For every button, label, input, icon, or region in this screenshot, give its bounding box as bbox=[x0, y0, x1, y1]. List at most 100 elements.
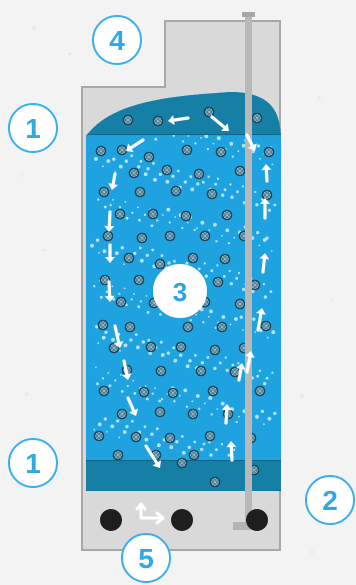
bubble bbox=[110, 425, 114, 429]
bubble bbox=[273, 204, 276, 207]
bubble bbox=[136, 346, 140, 350]
bubble bbox=[172, 346, 175, 349]
bubble bbox=[208, 316, 210, 318]
bubble bbox=[209, 229, 211, 231]
media-carrier-icon bbox=[131, 432, 142, 443]
callout-2: 2 bbox=[306, 476, 354, 524]
bubble bbox=[115, 251, 119, 255]
media-carrier-icon bbox=[117, 409, 128, 420]
bubble bbox=[95, 367, 97, 369]
bubble bbox=[268, 209, 271, 212]
media-carrier-icon bbox=[153, 116, 164, 127]
callout-1-top: 1 bbox=[9, 104, 57, 152]
bubble bbox=[182, 140, 184, 142]
bubble bbox=[106, 159, 110, 163]
bubble bbox=[156, 219, 158, 221]
media-carrier-icon bbox=[168, 388, 179, 399]
bubble bbox=[98, 252, 100, 254]
bubble bbox=[160, 341, 163, 344]
bubble bbox=[96, 382, 99, 385]
bubble bbox=[123, 430, 127, 434]
bubble bbox=[106, 431, 108, 433]
bubble bbox=[223, 275, 226, 278]
media-carrier-icon bbox=[116, 297, 127, 308]
bubble bbox=[198, 267, 201, 270]
bubble bbox=[119, 206, 121, 208]
bubble bbox=[106, 291, 108, 293]
bubble bbox=[142, 340, 145, 343]
media-carrier-icon bbox=[144, 152, 155, 163]
bubble bbox=[125, 425, 128, 428]
bubble bbox=[112, 199, 114, 201]
bubble bbox=[139, 247, 142, 250]
media-carrier-icon bbox=[220, 254, 231, 265]
bubble bbox=[161, 398, 163, 400]
bubble bbox=[238, 416, 240, 418]
media-carrier-icon bbox=[182, 145, 193, 156]
media-carrier-icon bbox=[113, 450, 124, 461]
bubble bbox=[263, 238, 267, 242]
media-carrier-icon bbox=[205, 431, 216, 442]
bubble bbox=[137, 207, 139, 209]
media-carrier-icon bbox=[96, 146, 107, 157]
bubble bbox=[236, 421, 238, 423]
bubble bbox=[161, 353, 165, 357]
bubble bbox=[186, 406, 188, 408]
bubble bbox=[234, 317, 238, 321]
bubble bbox=[125, 160, 128, 163]
bubble bbox=[140, 259, 144, 263]
bubble bbox=[162, 214, 164, 216]
bubble bbox=[240, 316, 243, 319]
bubble bbox=[207, 356, 210, 359]
bubble bbox=[201, 361, 204, 364]
bubble bbox=[229, 270, 231, 272]
media-carrier-icon bbox=[137, 233, 148, 244]
bubble bbox=[121, 246, 124, 249]
bubble bbox=[271, 250, 273, 252]
media-carrier-icon bbox=[181, 211, 192, 222]
bubble bbox=[230, 282, 233, 285]
bubble bbox=[258, 245, 260, 247]
bubble bbox=[213, 367, 216, 370]
bubble bbox=[107, 372, 109, 374]
bubble bbox=[146, 254, 149, 257]
bubble bbox=[209, 453, 212, 456]
media-carrier-icon bbox=[171, 186, 182, 197]
bubble bbox=[181, 435, 184, 438]
bubble bbox=[94, 157, 98, 161]
bubble bbox=[167, 261, 170, 264]
bubble bbox=[177, 170, 180, 173]
bubble bbox=[112, 158, 115, 161]
bubble bbox=[195, 314, 197, 316]
bubble bbox=[242, 329, 244, 331]
bubble bbox=[233, 237, 235, 239]
bubble bbox=[147, 339, 150, 342]
bubble bbox=[215, 448, 218, 451]
bubble bbox=[204, 262, 206, 264]
bubble bbox=[184, 180, 187, 183]
media-carrier-icon bbox=[156, 366, 167, 377]
callout-1-bottom-label: 1 bbox=[25, 448, 41, 479]
media-carrier-icon bbox=[165, 433, 176, 444]
bubble bbox=[123, 263, 125, 265]
bubble bbox=[100, 296, 103, 299]
bubble bbox=[267, 337, 269, 339]
bubble bbox=[111, 286, 113, 288]
bubble bbox=[121, 390, 124, 393]
bubble bbox=[259, 370, 261, 372]
media-carrier-icon bbox=[262, 190, 273, 201]
bubble bbox=[235, 277, 238, 280]
bubble bbox=[103, 249, 107, 253]
bubble bbox=[146, 167, 149, 170]
media-carrier-icon bbox=[146, 342, 157, 353]
bubble bbox=[104, 417, 107, 420]
media-carrier-icon bbox=[115, 209, 126, 220]
air-diffuser-icon bbox=[171, 509, 193, 531]
bubble bbox=[133, 252, 136, 255]
bubble bbox=[166, 180, 170, 184]
media-carrier-icon bbox=[188, 253, 199, 264]
bubble bbox=[171, 175, 174, 178]
bubble bbox=[254, 191, 256, 193]
bubble bbox=[266, 377, 269, 380]
bubble bbox=[231, 364, 234, 367]
